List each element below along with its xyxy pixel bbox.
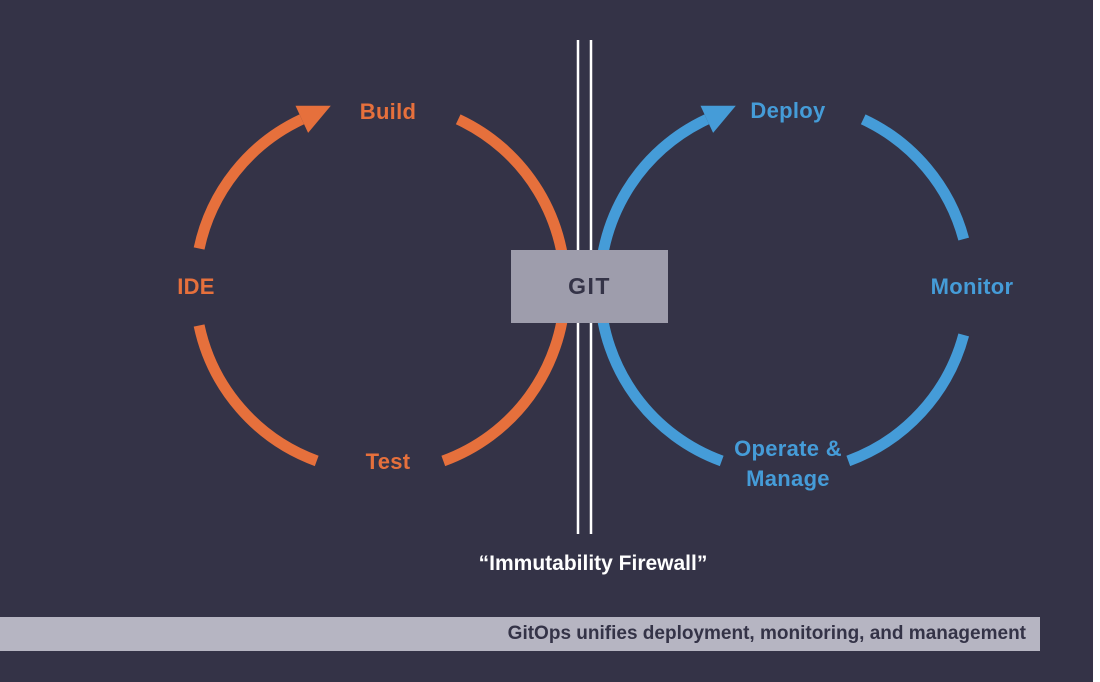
left-loop-arc-upper-left — [193, 114, 305, 250]
bottom-banner: GitOps unifies deployment, monitoring, a… — [0, 617, 1040, 651]
label-ide: IDE — [177, 274, 215, 299]
left-loop-arc-lower-left — [193, 324, 319, 467]
git-box-label: GIT — [568, 273, 611, 299]
left-loop-arrowhead-icon — [295, 105, 331, 133]
label-test: Test — [365, 449, 411, 474]
right-loop-arrowhead-icon — [700, 105, 736, 133]
label-operate-manage: Operate & Manage — [734, 434, 842, 494]
right-loop-arc-upper-right — [860, 114, 970, 241]
label-monitor: Monitor — [930, 274, 1014, 299]
label-deploy: Deploy — [750, 98, 826, 123]
banner-text: GitOps unifies deployment, monitoring, a… — [507, 623, 1026, 644]
label-operate-line2: Manage — [746, 466, 830, 491]
firewall-caption: “Immutability Firewall” — [478, 552, 708, 575]
git-box: GIT — [511, 250, 668, 323]
right-loop-arc-lower-right — [846, 333, 970, 467]
right-margin-strip — [1093, 0, 1100, 682]
label-operate-line1: Operate & — [734, 436, 842, 461]
label-build: Build — [359, 99, 417, 124]
